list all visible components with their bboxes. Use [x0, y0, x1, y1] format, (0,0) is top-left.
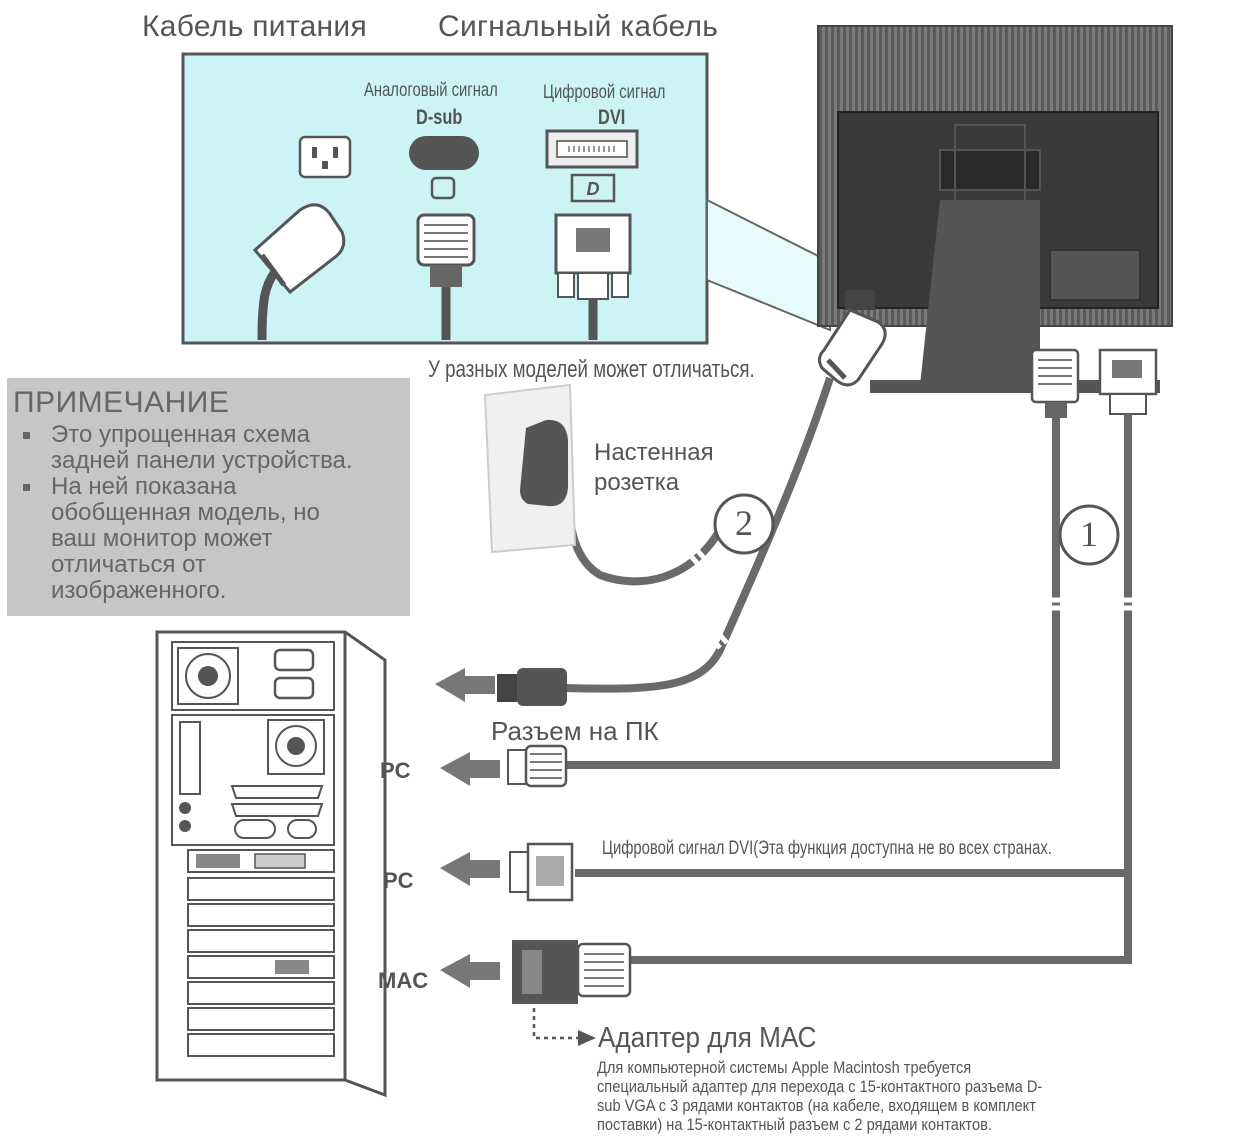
- step-1-circle: [1058, 504, 1120, 566]
- dsub-plug-icon: [416, 213, 476, 340]
- power-cable-label: Кабель питания: [142, 10, 368, 43]
- mac-label: MAC: [378, 968, 429, 993]
- zoom-connector: [706, 198, 831, 332]
- mac-adapter-pointer: [532, 1008, 596, 1046]
- step-2-circle: [713, 493, 775, 555]
- pc-label-1: PC: [380, 758, 411, 783]
- power-socket-icon: [298, 135, 352, 179]
- monitor-back-icon: [817, 25, 1173, 393]
- wall-outlet-icon: [483, 383, 577, 554]
- mac-adapter-icon: [512, 940, 632, 1004]
- dvi-label: DVI: [598, 106, 626, 129]
- dsub-label: D-sub: [416, 106, 463, 129]
- pc-dvi-plug-icon: [509, 842, 574, 902]
- pc-connector-label: Разъем на ПК: [491, 716, 659, 746]
- digital-signal-label: Цифровой сигнал: [543, 82, 666, 103]
- power-plug-icon: [252, 203, 346, 341]
- monitor-dvi-plug-icon: [1098, 348, 1158, 415]
- pc-label-2: PC: [383, 868, 414, 893]
- pc-tower-icon: [155, 630, 387, 1098]
- svg-text:D: D: [587, 179, 600, 199]
- mac-adapter-description: Для компьютерной системы Apple Macintosh…: [597, 1058, 1043, 1134]
- pc-power-plug-icon: [497, 668, 567, 706]
- monitor-power-plug-icon: [817, 308, 887, 387]
- pc-dsub-plug-icon: [507, 744, 568, 788]
- models-vary-caption: У разных моделей может отличаться.: [428, 356, 755, 383]
- arrow-left-icon: [435, 668, 500, 988]
- dvi-port-icon: D: [545, 129, 639, 203]
- step-2-number: 2: [735, 503, 753, 543]
- note-title: ПРИМЕЧАНИЕ: [13, 386, 230, 419]
- note-box: ПРИМЕЧАНИЕ Это упрощенная схема задней п…: [7, 378, 410, 616]
- step-1-number: 1: [1080, 514, 1098, 554]
- analog-signal-label: Аналоговый сигнал: [364, 80, 498, 101]
- wall-outlet-label: Настенная розетка: [594, 439, 714, 496]
- signal-cable-label: Сигнальный кабель: [438, 10, 719, 43]
- dvi-plug-icon: [554, 213, 632, 340]
- dvi-availability-note: Цифровой сигнал DVI(Эта функция доступна…: [602, 838, 1052, 859]
- mac-adapter-title: Адаптер для МАС: [598, 1022, 817, 1054]
- dsub-port-icon: [409, 136, 479, 200]
- monitor-dsub-plug-icon: [1030, 348, 1080, 418]
